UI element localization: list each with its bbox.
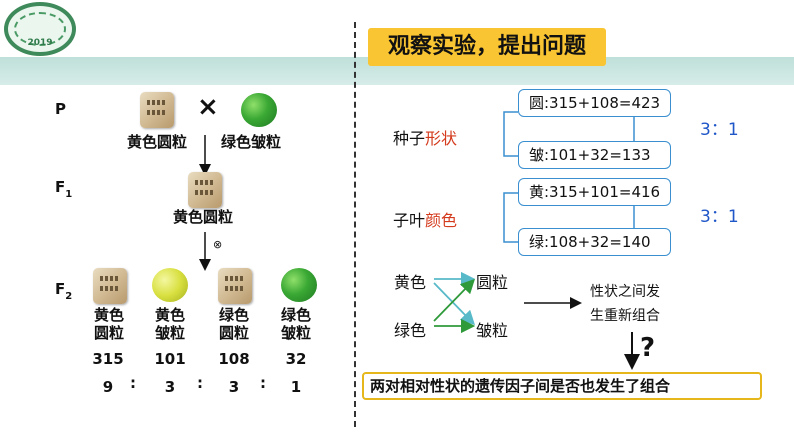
f2-item-4-line2: 皱粒 xyxy=(276,324,316,342)
ratio-colon-3: : xyxy=(260,374,266,392)
wrinkled-count-box: 皱:101+32=133 xyxy=(518,141,671,169)
recombine-result-line2: 生重新组合 xyxy=(590,304,660,328)
color-bracket xyxy=(504,193,518,242)
green-count-box: 绿:108+32=140 xyxy=(518,228,671,256)
f2-item-4-line1: 绿色 xyxy=(276,306,316,324)
seed-shape-highlight: 形状 xyxy=(425,129,457,148)
cotyledon-color-label: 子叶颜色 xyxy=(393,207,457,231)
f2-item-1-line1: 黄色 xyxy=(89,306,129,324)
seed-shape-prefix: 种子 xyxy=(393,129,425,148)
question-box: 两对相对性状的遗传因子间是否也发生了组合 xyxy=(362,372,762,400)
cotyledon-color-highlight: 颜色 xyxy=(425,211,457,230)
shape-bracket xyxy=(504,112,518,156)
f1-label-sub: 1 xyxy=(65,189,72,200)
yellow-count-box: 黄:315+101=416 xyxy=(518,178,671,206)
f2-ratio-1: 9 xyxy=(86,378,130,396)
recombine-result-line1: 性状之间发 xyxy=(590,280,660,304)
recombine-green: 绿色 xyxy=(394,317,426,341)
recombine-yellow: 黄色 xyxy=(394,269,426,293)
f2-count-3: 108 xyxy=(212,350,256,368)
f2-item-2-line1: 黄色 xyxy=(150,306,190,324)
round-count-box: 圆:315+108=423 xyxy=(518,89,671,117)
seed-shape-label: 种子形状 xyxy=(393,125,457,149)
recombine-round: 圆粒 xyxy=(476,269,508,293)
f2-item-2-label: 黄色 皱粒 xyxy=(150,306,190,342)
shape-ratio: 3：1 xyxy=(700,115,739,140)
cotyledon-color-prefix: 子叶 xyxy=(393,211,425,230)
f1-seed-label: 黄色圆粒 xyxy=(173,206,233,227)
color-ratio: 3：1 xyxy=(700,202,739,227)
f1-seed-image xyxy=(188,172,222,208)
f2-green-round-seed-image xyxy=(218,268,252,304)
recombine-wrinkled: 皱粒 xyxy=(476,317,508,341)
f1-label-main: F xyxy=(55,178,65,196)
f2-count-2: 101 xyxy=(148,350,192,368)
f2-item-1-line2: 圆粒 xyxy=(89,324,129,342)
ratio-colon-2: : xyxy=(197,374,203,392)
ratio-colon-1: : xyxy=(130,374,136,392)
f2-ratio-3: 3 xyxy=(212,378,256,396)
f2-yellow-round-seed-image xyxy=(93,268,127,304)
f2-item-4-label: 绿色 皱粒 xyxy=(276,306,316,342)
f2-item-3-line1: 绿色 xyxy=(214,306,254,324)
f2-count-4: 32 xyxy=(274,350,318,368)
f2-item-1-label: 黄色 圆粒 xyxy=(89,306,129,342)
f2-label: F2 xyxy=(55,280,72,298)
f2-label-main: F xyxy=(55,280,65,298)
selfing-symbol: ⊗ xyxy=(213,238,222,251)
f2-ratio-2: 3 xyxy=(148,378,192,396)
f2-item-2-line2: 皱粒 xyxy=(150,324,190,342)
f2-ratio-4: 1 xyxy=(274,378,318,396)
f1-label: F1 xyxy=(55,178,72,196)
f2-label-sub: 2 xyxy=(65,291,72,302)
question-mark: ? xyxy=(640,333,655,363)
f2-green-wrinkled-seed-image xyxy=(281,268,317,302)
f2-item-3-line2: 圆粒 xyxy=(214,324,254,342)
recombine-result: 性状之间发 生重新组合 xyxy=(590,280,660,328)
f2-item-3-label: 绿色 圆粒 xyxy=(214,306,254,342)
f2-yellow-wrinkled-seed-image xyxy=(152,268,188,302)
f2-count-1: 315 xyxy=(86,350,130,368)
